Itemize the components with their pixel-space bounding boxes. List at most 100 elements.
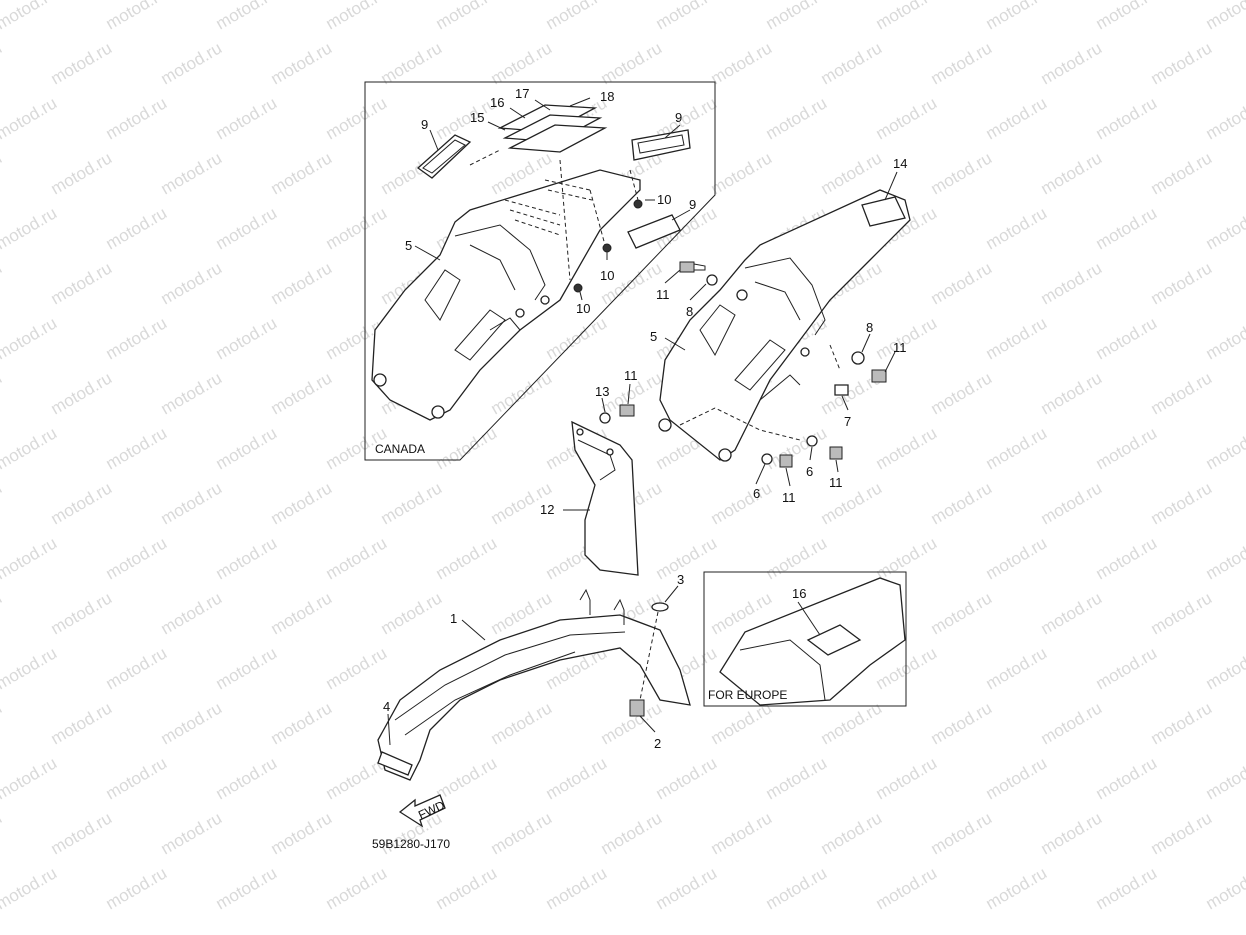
europe-label: FOR EUROPE bbox=[708, 688, 787, 702]
callout-11-low-right: 11 bbox=[829, 475, 843, 490]
watermark-text: motod.ru bbox=[1203, 533, 1246, 583]
watermark-text: motod.ru bbox=[928, 588, 996, 638]
watermark-text: motod.ru bbox=[103, 643, 171, 693]
washer-6-right bbox=[806, 435, 818, 447]
watermark-text: motod.ru bbox=[1038, 258, 1106, 308]
watermark-text: motod.ru bbox=[378, 588, 446, 638]
watermark-text: motod.ru bbox=[763, 753, 831, 803]
callout-4: 4 bbox=[383, 699, 390, 714]
watermark-text: motod.ru bbox=[1093, 203, 1161, 253]
watermark-text: motod.ru bbox=[158, 478, 226, 528]
callout-14: 14 bbox=[893, 156, 907, 171]
reflector-left bbox=[416, 134, 472, 179]
watermark-text: motod.ru bbox=[708, 148, 776, 198]
callout-10-upper: 10 bbox=[657, 192, 671, 207]
watermark-text: motod.ru bbox=[763, 0, 831, 33]
watermark-text: motod.ru bbox=[0, 258, 5, 308]
watermark-text: motod.ru bbox=[213, 203, 281, 253]
watermark-text: motod.ru bbox=[1093, 533, 1161, 583]
callout-8-right: 8 bbox=[866, 320, 873, 335]
watermark-text: motod.ru bbox=[213, 643, 281, 693]
watermark-text: motod.ru bbox=[1038, 698, 1106, 748]
watermark-text: motod.ru bbox=[48, 478, 116, 528]
fender-stud-right bbox=[613, 598, 625, 625]
watermark-text: motod.ru bbox=[1148, 38, 1216, 88]
watermark-text: motod.ru bbox=[103, 313, 171, 363]
watermark-text: motod.ru bbox=[213, 0, 281, 33]
watermark-text: motod.ru bbox=[928, 698, 996, 748]
watermark-text: motod.ru bbox=[1038, 368, 1106, 418]
watermark-text: motod.ru bbox=[213, 423, 281, 473]
watermark-text: motod.ru bbox=[653, 753, 721, 803]
watermark-text: motod.ru bbox=[158, 698, 226, 748]
callout-6-right: 6 bbox=[806, 464, 813, 479]
watermark-text: motod.ru bbox=[928, 148, 996, 198]
watermark-text: motod.ru bbox=[873, 313, 941, 363]
watermark-text: motod.ru bbox=[763, 533, 831, 583]
watermark-text: motod.ru bbox=[1038, 808, 1106, 858]
watermark-text: motod.ru bbox=[1203, 753, 1246, 803]
europe-inset-frame bbox=[703, 571, 907, 707]
watermark-text: motod.ru bbox=[1093, 423, 1161, 473]
watermark-text: motod.ru bbox=[1038, 38, 1106, 88]
watermark-text: motod.ru bbox=[323, 533, 391, 583]
watermark-text: motod.ru bbox=[1148, 258, 1216, 308]
watermark-text: motod.ru bbox=[158, 258, 226, 308]
watermark-text: motod.ru bbox=[433, 533, 501, 583]
watermark-text: motod.ru bbox=[873, 423, 941, 473]
callout-13: 13 bbox=[595, 384, 609, 399]
watermark-text: motod.ru bbox=[323, 0, 391, 33]
collar-7 bbox=[834, 384, 849, 396]
watermark-text: motod.ru bbox=[653, 0, 721, 33]
watermark-text: motod.ru bbox=[0, 588, 5, 638]
callout-17: 17 bbox=[515, 86, 529, 101]
watermark-text: motod.ru bbox=[0, 38, 5, 88]
watermark-text: motod.ru bbox=[48, 148, 116, 198]
watermark-text: motod.ru bbox=[983, 533, 1051, 583]
watermark-text: motod.ru bbox=[1203, 423, 1246, 473]
watermark-text: motod.ru bbox=[378, 478, 446, 528]
watermark-text: motod.ru bbox=[0, 368, 5, 418]
watermark-text: motod.ru bbox=[488, 38, 556, 88]
watermark-text: motod.ru bbox=[268, 258, 336, 308]
watermark-text: motod.ru bbox=[1148, 698, 1216, 748]
watermark-text: motod.ru bbox=[103, 0, 171, 33]
callout-7: 7 bbox=[844, 414, 851, 429]
watermark-text: motod.ru bbox=[928, 808, 996, 858]
watermark-text: motod.ru bbox=[1203, 0, 1246, 33]
watermark-text: motod.ru bbox=[1203, 93, 1246, 143]
watermark-text: motod.ru bbox=[818, 38, 886, 88]
canada-label: CANADA bbox=[375, 442, 425, 456]
watermark-text: motod.ru bbox=[323, 643, 391, 693]
watermark-text: motod.ru bbox=[928, 478, 996, 528]
watermark-text: motod.ru bbox=[103, 423, 171, 473]
watermark-text: motod.ru bbox=[0, 863, 60, 913]
nut-10a bbox=[633, 199, 643, 209]
watermark-text: motod.ru bbox=[873, 753, 941, 803]
bolt-11-low-left bbox=[779, 454, 793, 468]
watermark-text: motod.ru bbox=[928, 38, 996, 88]
watermark-text: motod.ru bbox=[818, 478, 886, 528]
watermark-text: motod.ru bbox=[0, 313, 60, 363]
watermark-text: motod.ru bbox=[268, 478, 336, 528]
front-fender bbox=[377, 588, 691, 781]
watermark-text: motod.ru bbox=[1148, 368, 1216, 418]
watermark-text: motod.ru bbox=[158, 38, 226, 88]
nut-10c bbox=[573, 283, 583, 293]
watermark-text: motod.ru bbox=[1148, 478, 1216, 528]
callout-1: 1 bbox=[450, 611, 457, 626]
watermark-text: motod.ru bbox=[158, 808, 226, 858]
watermark-text: motod.ru bbox=[0, 478, 5, 528]
watermark-text: motod.ru bbox=[103, 93, 171, 143]
watermark-text: motod.ru bbox=[488, 808, 556, 858]
watermark-text: motod.ru bbox=[1038, 478, 1106, 528]
watermark-text: motod.ru bbox=[48, 38, 116, 88]
watermark-text: motod.ru bbox=[653, 863, 721, 913]
watermark-text: motod.ru bbox=[1038, 148, 1106, 198]
watermark-text: motod.ru bbox=[213, 93, 281, 143]
watermark-text: motod.ru bbox=[378, 38, 446, 88]
washer-13 bbox=[599, 412, 611, 424]
watermark-text: motod.ru bbox=[1093, 643, 1161, 693]
canada-inset: CANADA bbox=[364, 81, 716, 461]
